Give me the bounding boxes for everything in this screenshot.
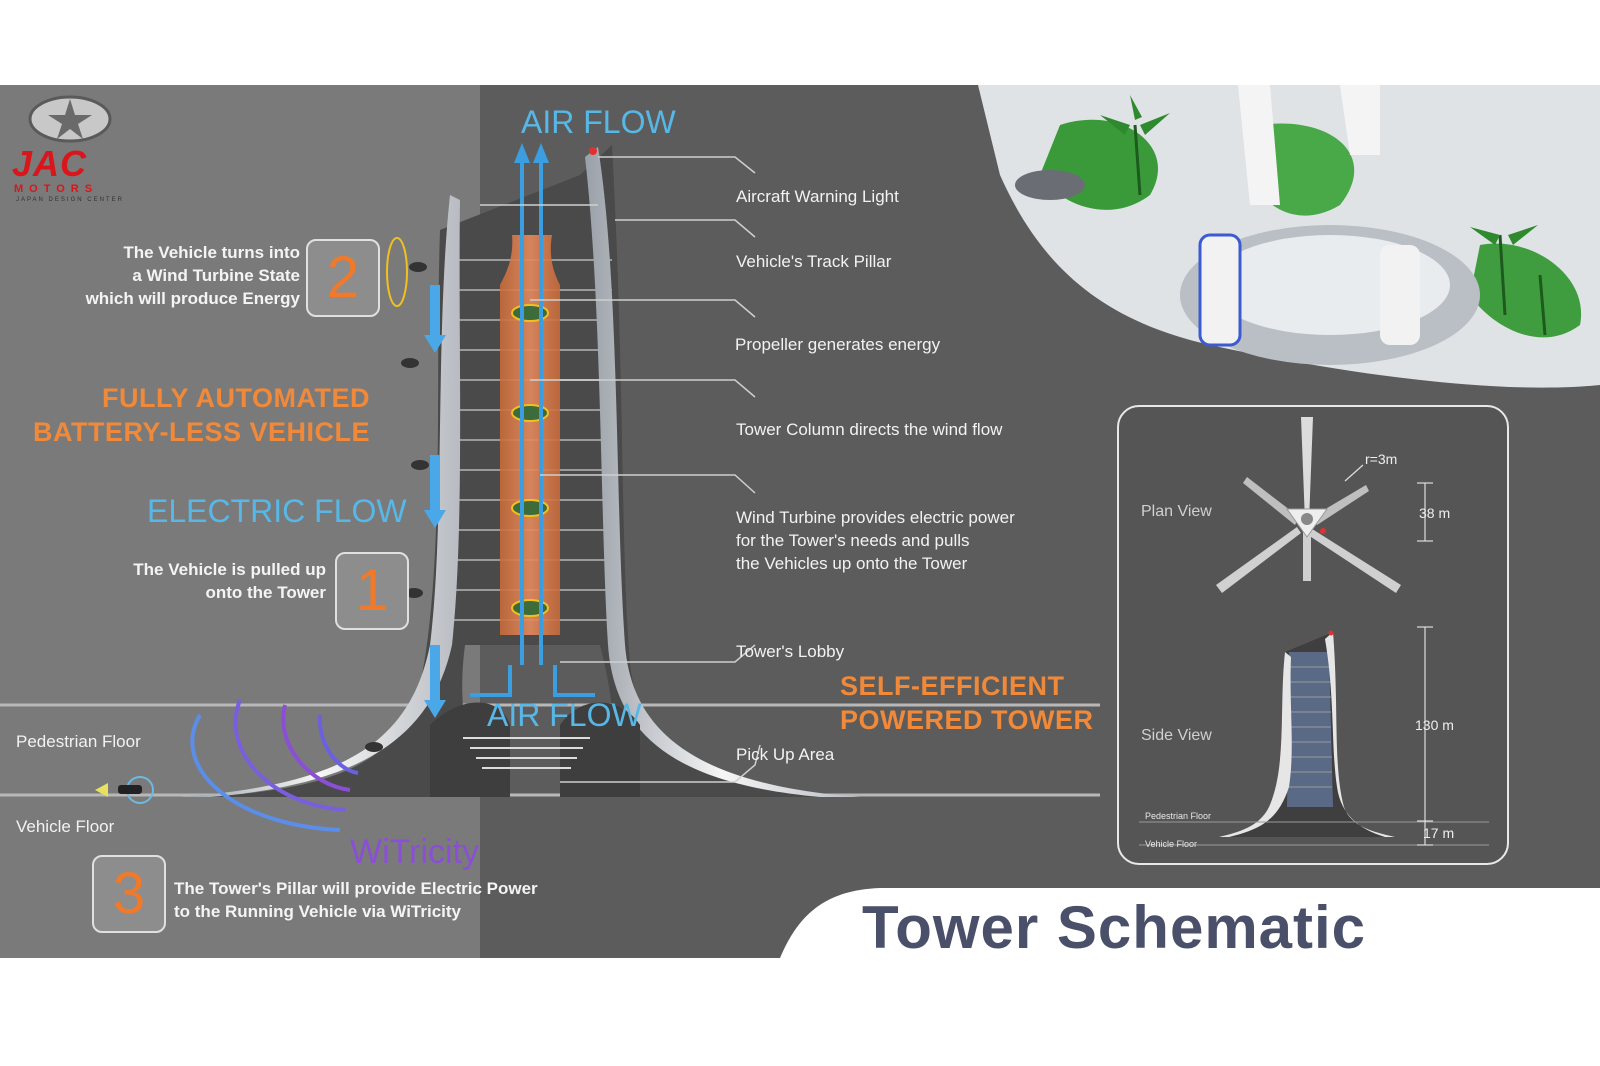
witricity-label: WiTricity <box>350 833 480 871</box>
dimension-130m: 130 m <box>1415 717 1454 733</box>
air-flow-arrows <box>470 143 595 697</box>
callout-wind-turbine: Wind Turbine provides electric power for… <box>736 508 1015 573</box>
vehicle-floor-car <box>95 776 154 804</box>
left-background <box>0 85 480 958</box>
step-3-number: 3 <box>92 855 166 933</box>
step-3-text: The Tower's Pillar will provide Electric… <box>174 879 538 921</box>
radius-dimension: r=3m <box>1365 451 1398 467</box>
side-view-label: Side View <box>1141 727 1212 744</box>
callout-track-pillar: Vehicle's Track Pillar <box>736 252 892 271</box>
callout-lines <box>480 156 761 783</box>
plan-view-propeller <box>1216 417 1401 593</box>
page-title: Tower Schematic <box>862 894 1367 961</box>
dimension-38m: 38 m <box>1419 505 1451 521</box>
illustration <box>0 85 1600 832</box>
render-image <box>978 85 1600 388</box>
dimensions-inset: Plan View r=3m 38 m Side View 130 m 17 m… <box>1117 405 1509 865</box>
electric-flow-label: ELECTRIC FLOW <box>147 493 407 529</box>
title-banner <box>780 888 1600 958</box>
callout-lobby: Tower's Lobby <box>736 642 845 661</box>
inset-drawings <box>1139 417 1489 846</box>
vehicle-floor-label: Vehicle Floor <box>16 817 115 836</box>
witricity-waves <box>190 699 359 832</box>
vehicle-headline: FULLY AUTOMATED BATTERY-LESS VEHICLE <box>32 383 370 447</box>
callout-pickup: Pick Up Area <box>736 745 835 764</box>
air-flow-top-label: AIR FLOW <box>521 104 676 140</box>
step-2-number: 2 <box>306 239 380 317</box>
logo-tagline: JAPAN DESIGN CENTER <box>16 197 124 203</box>
callout-warning-light: Aircraft Warning Light <box>736 187 899 206</box>
inset-pedestrian-floor: Pedestrian Floor <box>1145 811 1212 821</box>
plan-view-label: Plan View <box>1141 503 1212 520</box>
air-flow-bottom-label: AIR FLOW <box>487 697 642 733</box>
inset-vehicle-floor: Vehicle Floor <box>1145 839 1198 849</box>
jac-star-emblem-icon <box>28 95 112 143</box>
electric-flow-arrows <box>424 285 446 718</box>
tower <box>180 145 860 797</box>
logo-brand: JAC <box>12 143 88 184</box>
tower-headline: SELF-EFFICIENT POWERED TOWER <box>840 671 1094 735</box>
step-1-number: 1 <box>335 552 409 630</box>
dimension-17m: 17 m <box>1423 825 1455 841</box>
side-view-tower <box>1139 630 1489 846</box>
step-2-text: The Vehicle turns into a Wind Turbine St… <box>85 243 300 308</box>
callout-propeller: Propeller generates energy <box>735 335 941 354</box>
logo-sub: MOTORS <box>14 183 99 195</box>
callout-tower-column: Tower Column directs the wind flow <box>736 420 1003 439</box>
pedestrian-floor-label: Pedestrian Floor <box>16 732 141 751</box>
step-1-text: The Vehicle is pulled up onto the Tower <box>133 560 326 602</box>
dimension-lines <box>1344 464 1433 846</box>
